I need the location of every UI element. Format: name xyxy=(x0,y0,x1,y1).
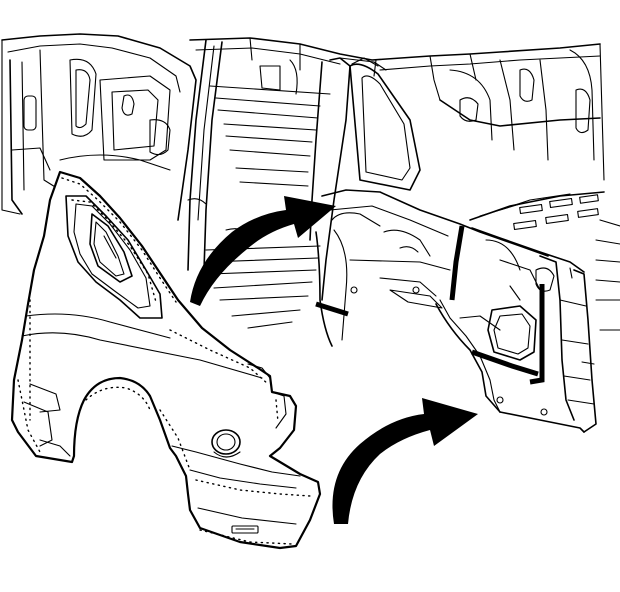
cargo-bed-right xyxy=(439,43,620,331)
sealer-bead-marks xyxy=(315,225,545,385)
install-arrow-lower xyxy=(332,398,478,524)
rear-quarter-panel xyxy=(10,170,322,550)
floor-panel xyxy=(205,59,331,329)
fuel-filler-door-opening xyxy=(211,429,241,458)
vehicle-body-rear-section xyxy=(1,33,620,433)
install-arrow-upper xyxy=(190,196,336,306)
front-door-frame xyxy=(1,33,197,221)
roof-rails xyxy=(189,37,601,101)
center-pillar xyxy=(187,39,223,271)
rear-corner-body xyxy=(459,227,597,433)
fuel-filler-pocket xyxy=(487,305,537,361)
installation-arrows xyxy=(190,196,478,524)
inner-wheelhouse xyxy=(315,189,549,413)
rear-pillar xyxy=(309,57,421,301)
